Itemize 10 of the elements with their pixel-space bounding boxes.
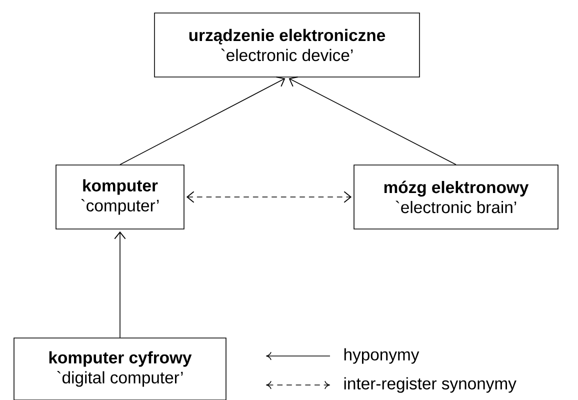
- term-box: komputer `computer’: [56, 164, 184, 230]
- legend-label: hyponymy: [344, 348, 420, 364]
- arrow: [288, 76, 456, 165]
- term-box: mózg elektronowy `electronic brain’: [354, 164, 558, 230]
- legend-label: inter-register synonymy: [344, 377, 516, 393]
- term-box: komputer cyfrowy `digital computer’: [14, 338, 226, 400]
- arrow: [114, 231, 126, 338]
- arrow: [120, 76, 286, 165]
- term-box: urządzenie elektroniczne `electronic device’: [154, 12, 420, 78]
- arrow: [186, 191, 352, 203]
